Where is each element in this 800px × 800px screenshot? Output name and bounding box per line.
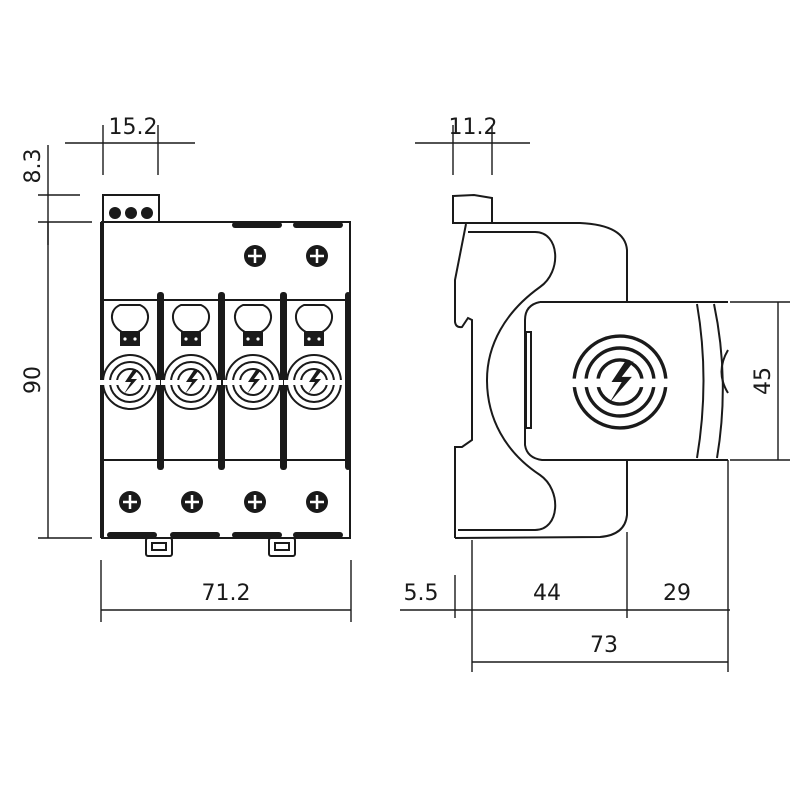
- front-cover: [524, 301, 728, 461]
- dim-total-depth: 73: [590, 633, 618, 658]
- lightning-icon: [160, 354, 222, 410]
- dim-height: 90: [21, 366, 46, 394]
- indicator-bulb: [233, 304, 273, 347]
- lightning-icon: [222, 354, 284, 410]
- terminal-screws: [109, 207, 153, 219]
- dim-cover-depth: 29: [663, 581, 691, 606]
- housing-contour: [458, 231, 557, 531]
- module-dividers: [157, 292, 351, 470]
- indicator-bulb: [171, 304, 211, 347]
- side-view: 11.2 45 5.5 44 29 73: [400, 115, 790, 672]
- dim-cover-height: 45: [751, 367, 776, 395]
- indicator-bulb: [110, 304, 150, 347]
- dimension-lines-side: [400, 125, 790, 672]
- dim-terminal-height: 8.3: [21, 149, 46, 184]
- dim-rail-offset: 5.5: [404, 581, 439, 606]
- lightning-icon: [567, 334, 673, 430]
- lightning-icon: [99, 354, 161, 410]
- dim-side-terminal-width: 11.2: [449, 115, 498, 140]
- dimension-lines-front: [38, 125, 352, 622]
- front-view: 15.2 8.3 90 71.2: [21, 115, 352, 622]
- lightning-icon: [283, 354, 345, 410]
- din-rail-profile: [454, 223, 473, 538]
- dim-terminal-width: 15.2: [109, 115, 158, 140]
- side-terminal: [452, 193, 493, 224]
- din-clips: [145, 537, 296, 557]
- dim-body-depth: 44: [533, 581, 561, 606]
- indicator-bulb: [294, 304, 334, 347]
- dim-width: 71.2: [202, 581, 251, 606]
